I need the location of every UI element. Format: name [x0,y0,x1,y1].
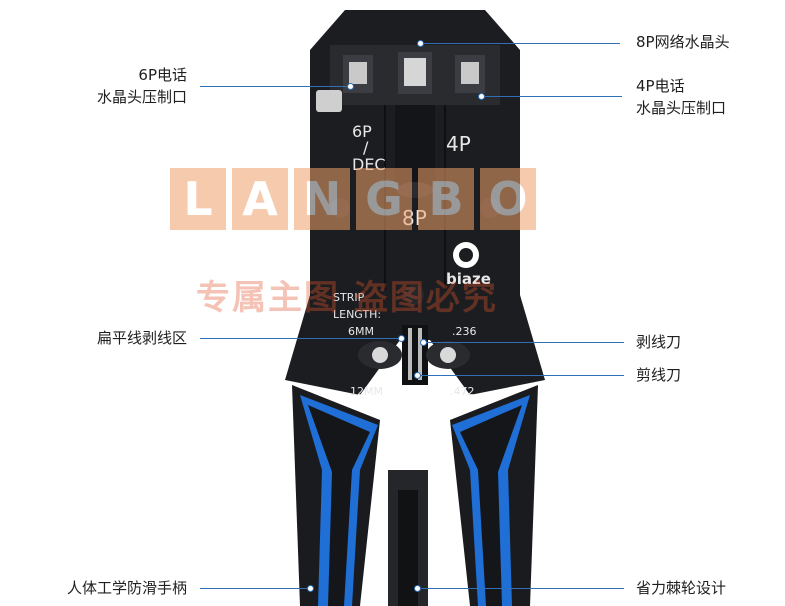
callout-line-handle [200,588,310,589]
callout-4p-line2: 水晶头压制口 [636,99,727,117]
callout-dot-handle [307,585,314,592]
callout-dot-ratchet [414,585,421,592]
left-handle [292,385,380,606]
right-handle [450,385,538,606]
callout-line-6p [200,86,350,87]
callout-6p-line2: 水晶头压制口 [96,88,187,106]
callout-line-strip-area [200,338,400,339]
callout-line-ratchet [418,588,624,589]
watermark-letters: L A N G B O [170,168,536,230]
callout-6p-line1: 6P电话 [138,66,187,84]
marking-472: .472 [450,385,475,398]
marking-4p: 4P [446,132,471,156]
callout-line-stripper [424,342,624,343]
callout-line-cutter [418,375,624,376]
watermark-letter: G [356,168,412,230]
callout-dot-8p [417,40,424,47]
callout-dot-cutter [414,372,421,379]
crimp-slots [343,52,485,94]
tool-head [285,10,545,395]
marking-slash: / [363,138,369,157]
screw-right [440,347,456,363]
screw-left [372,347,388,363]
callout-ratchet: 省力棘轮设计 [636,579,727,597]
ratchet-mechanism [388,470,428,606]
callout-cutter: 剪线刀 [636,366,682,384]
callout-8p: 8P网络水晶头 [636,33,730,51]
watermark-letter: O [480,168,536,230]
marking-12mm: 12MM [350,385,383,398]
marking-236: .236 [452,325,477,338]
watermark-letter: N [294,168,350,230]
callout-stripper: 剥线刀 [636,333,682,351]
callout-dot-stripper [420,339,427,346]
marking-length: LENGTH: [333,308,382,321]
callout-4p-line1: 4P电话 [636,77,685,95]
watermark-letter: A [232,168,288,230]
callout-dot-strip-area [398,335,405,342]
callout-dot-6p [347,83,354,90]
marking-6mm: 6MM [348,325,374,338]
marking-6p: 6P [352,122,372,141]
callout-handle: 人体工学防滑手柄 [66,579,187,597]
callout-strip-area: 扁平线剥线区 [96,329,187,347]
brand-name: biaze [446,270,491,288]
watermark-text: 专属主图 盗图必究 [196,278,498,318]
callout-dot-4p [478,93,485,100]
marking-strip: STRIP [333,291,365,304]
watermark-letter: L [170,168,226,230]
pivot-screw [316,90,342,112]
callout-line-4p [482,96,622,97]
callout-line-8p [420,43,620,44]
watermark-letter: B [418,168,474,230]
